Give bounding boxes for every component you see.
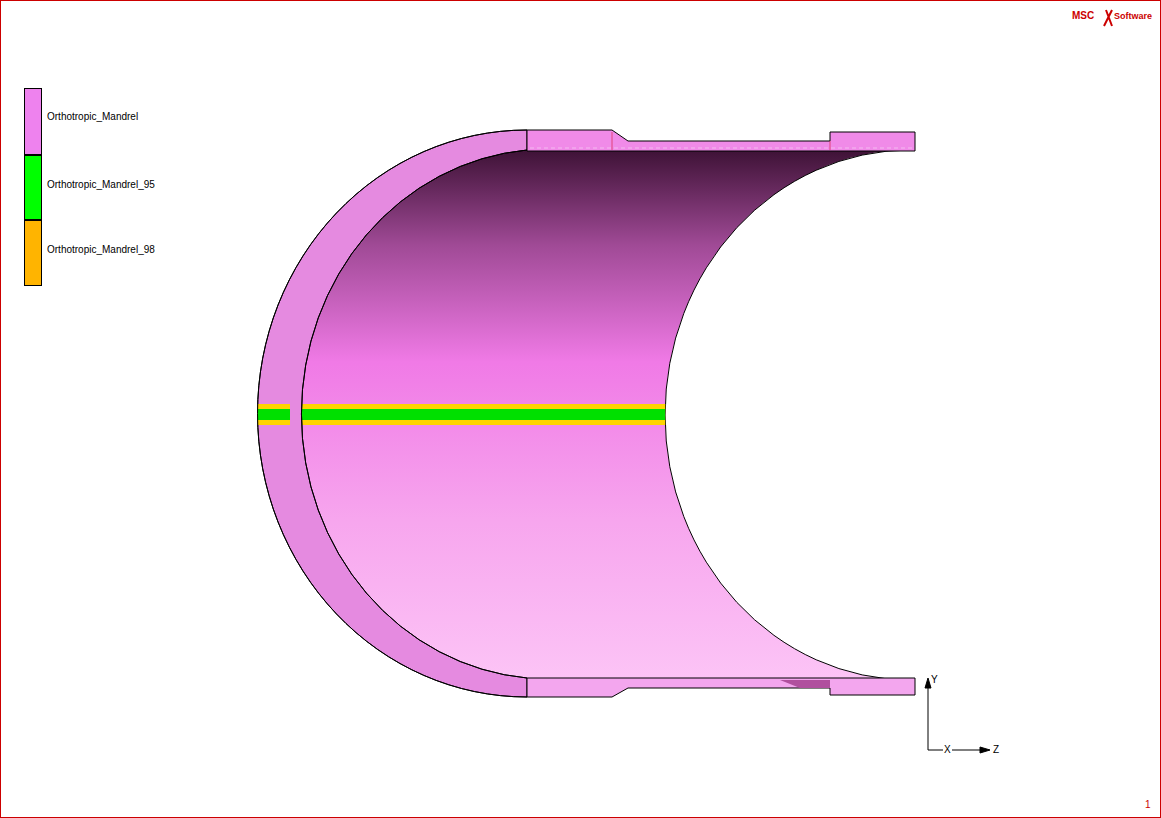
axis-label: Z <box>993 745 999 755</box>
legend-label: Orthotropic_Mandrel_98 <box>47 245 155 255</box>
logo-text: Software <box>1114 12 1152 21</box>
legend-swatch <box>24 88 42 155</box>
top-flange <box>527 130 915 151</box>
legend-label: Orthotropic_Mandrel_95 <box>47 180 155 190</box>
legend-label: Orthotropic_Mandrel <box>47 112 138 122</box>
legend-swatch <box>24 220 42 286</box>
legend-swatch <box>24 155 42 220</box>
viewport-number: 1 <box>1145 800 1151 810</box>
axis-triad <box>925 678 990 753</box>
bottom-flange <box>527 678 915 697</box>
axis-label: X <box>943 745 952 755</box>
stripe <box>270 404 930 425</box>
end-ring <box>258 130 527 697</box>
ring-stripe <box>250 404 290 425</box>
axis-label: Y <box>931 675 938 685</box>
logo-mark <box>1104 10 1112 26</box>
logo-text: MSC <box>1072 11 1094 21</box>
